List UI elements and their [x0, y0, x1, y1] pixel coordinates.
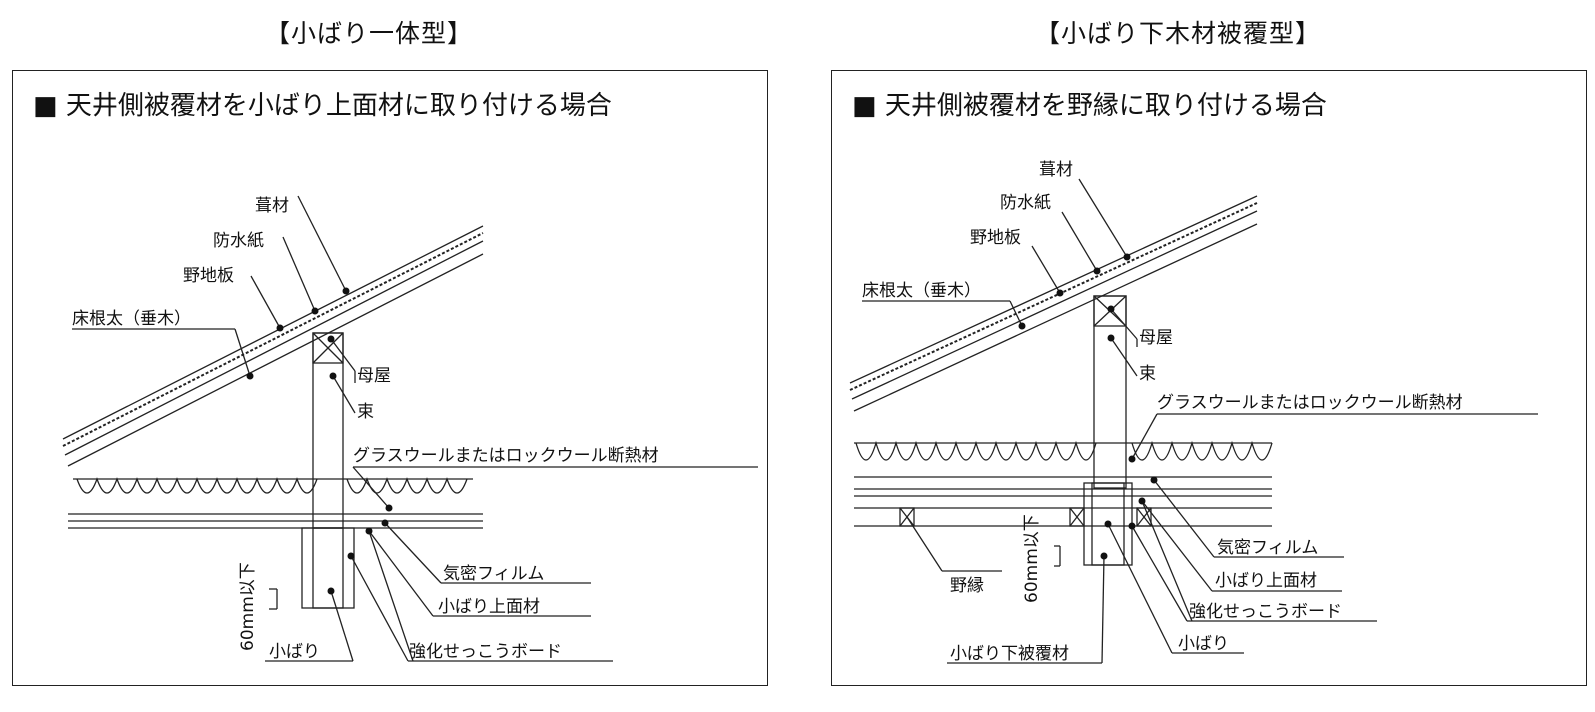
label-bousuishi: 防水紙	[1000, 193, 1051, 213]
left-diagram: 葺材 防水紙 野地板 床根太（垂木） 母屋 束 グラスウールまたはロックウール断…	[62, 195, 758, 662]
label-nojiita: 野地板	[183, 266, 234, 286]
right-diagram-panel: ■ 天井側被覆材を野縁に取り付ける場合	[831, 70, 1587, 686]
label-fukizai: 葺材	[1039, 160, 1073, 180]
label-fukizai: 葺材	[255, 196, 289, 216]
label-insulation: グラスウールまたはロックウール断熱材	[353, 446, 659, 466]
left-heading: 【小ばり一体型】	[265, 19, 474, 48]
label-kobari: 小ばり	[1178, 634, 1229, 654]
label-tarugi: 床根太（垂木）	[72, 309, 191, 329]
label-film: 気密フィルム	[1217, 538, 1318, 558]
label-film: 気密フィルム	[443, 564, 544, 584]
label-tsuka: 束	[357, 402, 374, 422]
label-kobari-cover: 小ばり下被覆材	[950, 644, 1069, 664]
label-dim: 60mm以下	[1022, 514, 1042, 603]
label-noen: 野縁	[950, 576, 984, 596]
label-kobari: 小ばり	[269, 642, 320, 662]
label-moya: 母屋	[1139, 328, 1173, 348]
left-panel-title: ■ 天井側被覆材を小ばり上面材に取り付ける場合	[33, 91, 612, 121]
right-heading: 【小ばり下木材被覆型】	[1035, 19, 1322, 48]
label-kobari-top: 小ばり上面材	[1215, 571, 1317, 591]
left-diagram-panel: ■ 天井側被覆材を小ばり上面材に取り付ける場合	[12, 70, 768, 686]
right-panel-title: ■ 天井側被覆材を野縁に取り付ける場合	[852, 91, 1327, 121]
label-bousuishi: 防水紙	[213, 231, 264, 251]
label-tarugi: 床根太（垂木）	[862, 281, 981, 301]
label-nojiita: 野地板	[970, 228, 1021, 248]
label-board: 強化せっこうボード	[409, 642, 562, 662]
label-board: 強化せっこうボード	[1189, 602, 1342, 622]
label-insulation: グラスウールまたはロックウール断熱材	[1157, 393, 1463, 413]
right-diagram: 葺材 防水紙 野地板 床根太（垂木） 母屋 束 グラスウールまたはロックウール断…	[849, 160, 1538, 664]
label-tsuka: 束	[1139, 364, 1156, 384]
label-dim: 60mm以下	[238, 562, 258, 651]
label-moya: 母屋	[357, 366, 391, 386]
label-kobari-top: 小ばり上面材	[438, 597, 540, 617]
